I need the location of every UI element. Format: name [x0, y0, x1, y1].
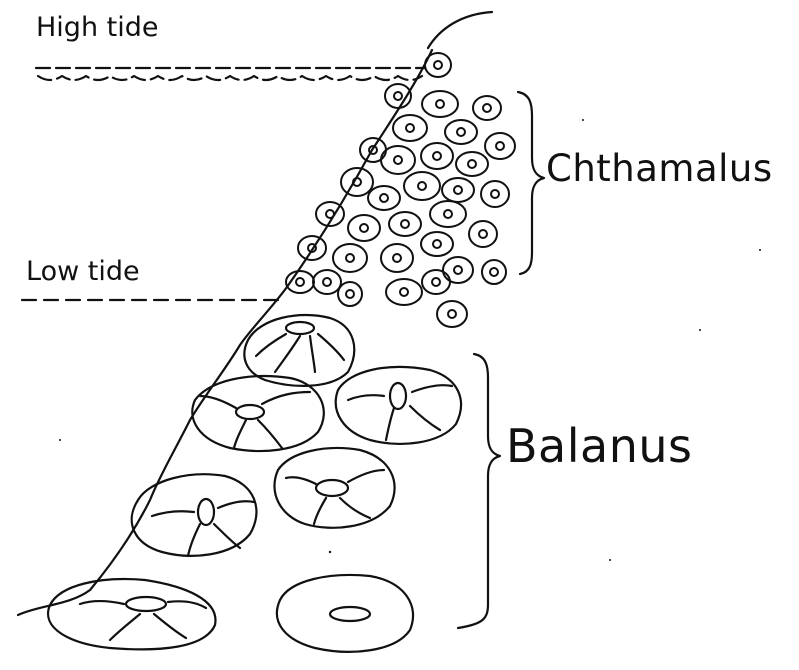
low-tide-label: Low tide: [26, 258, 140, 285]
balanus-barnacles: [48, 315, 461, 652]
chthamalus-brace: [518, 92, 544, 274]
chthamalus-label: Chthamalus: [546, 150, 773, 187]
balanus-brace: [458, 354, 500, 628]
chthamalus-barnacles: [286, 53, 515, 327]
balanus-label: Balanus: [506, 423, 693, 469]
high-tide-label: High tide: [36, 14, 158, 41]
high-tide-water-line: [36, 68, 425, 80]
